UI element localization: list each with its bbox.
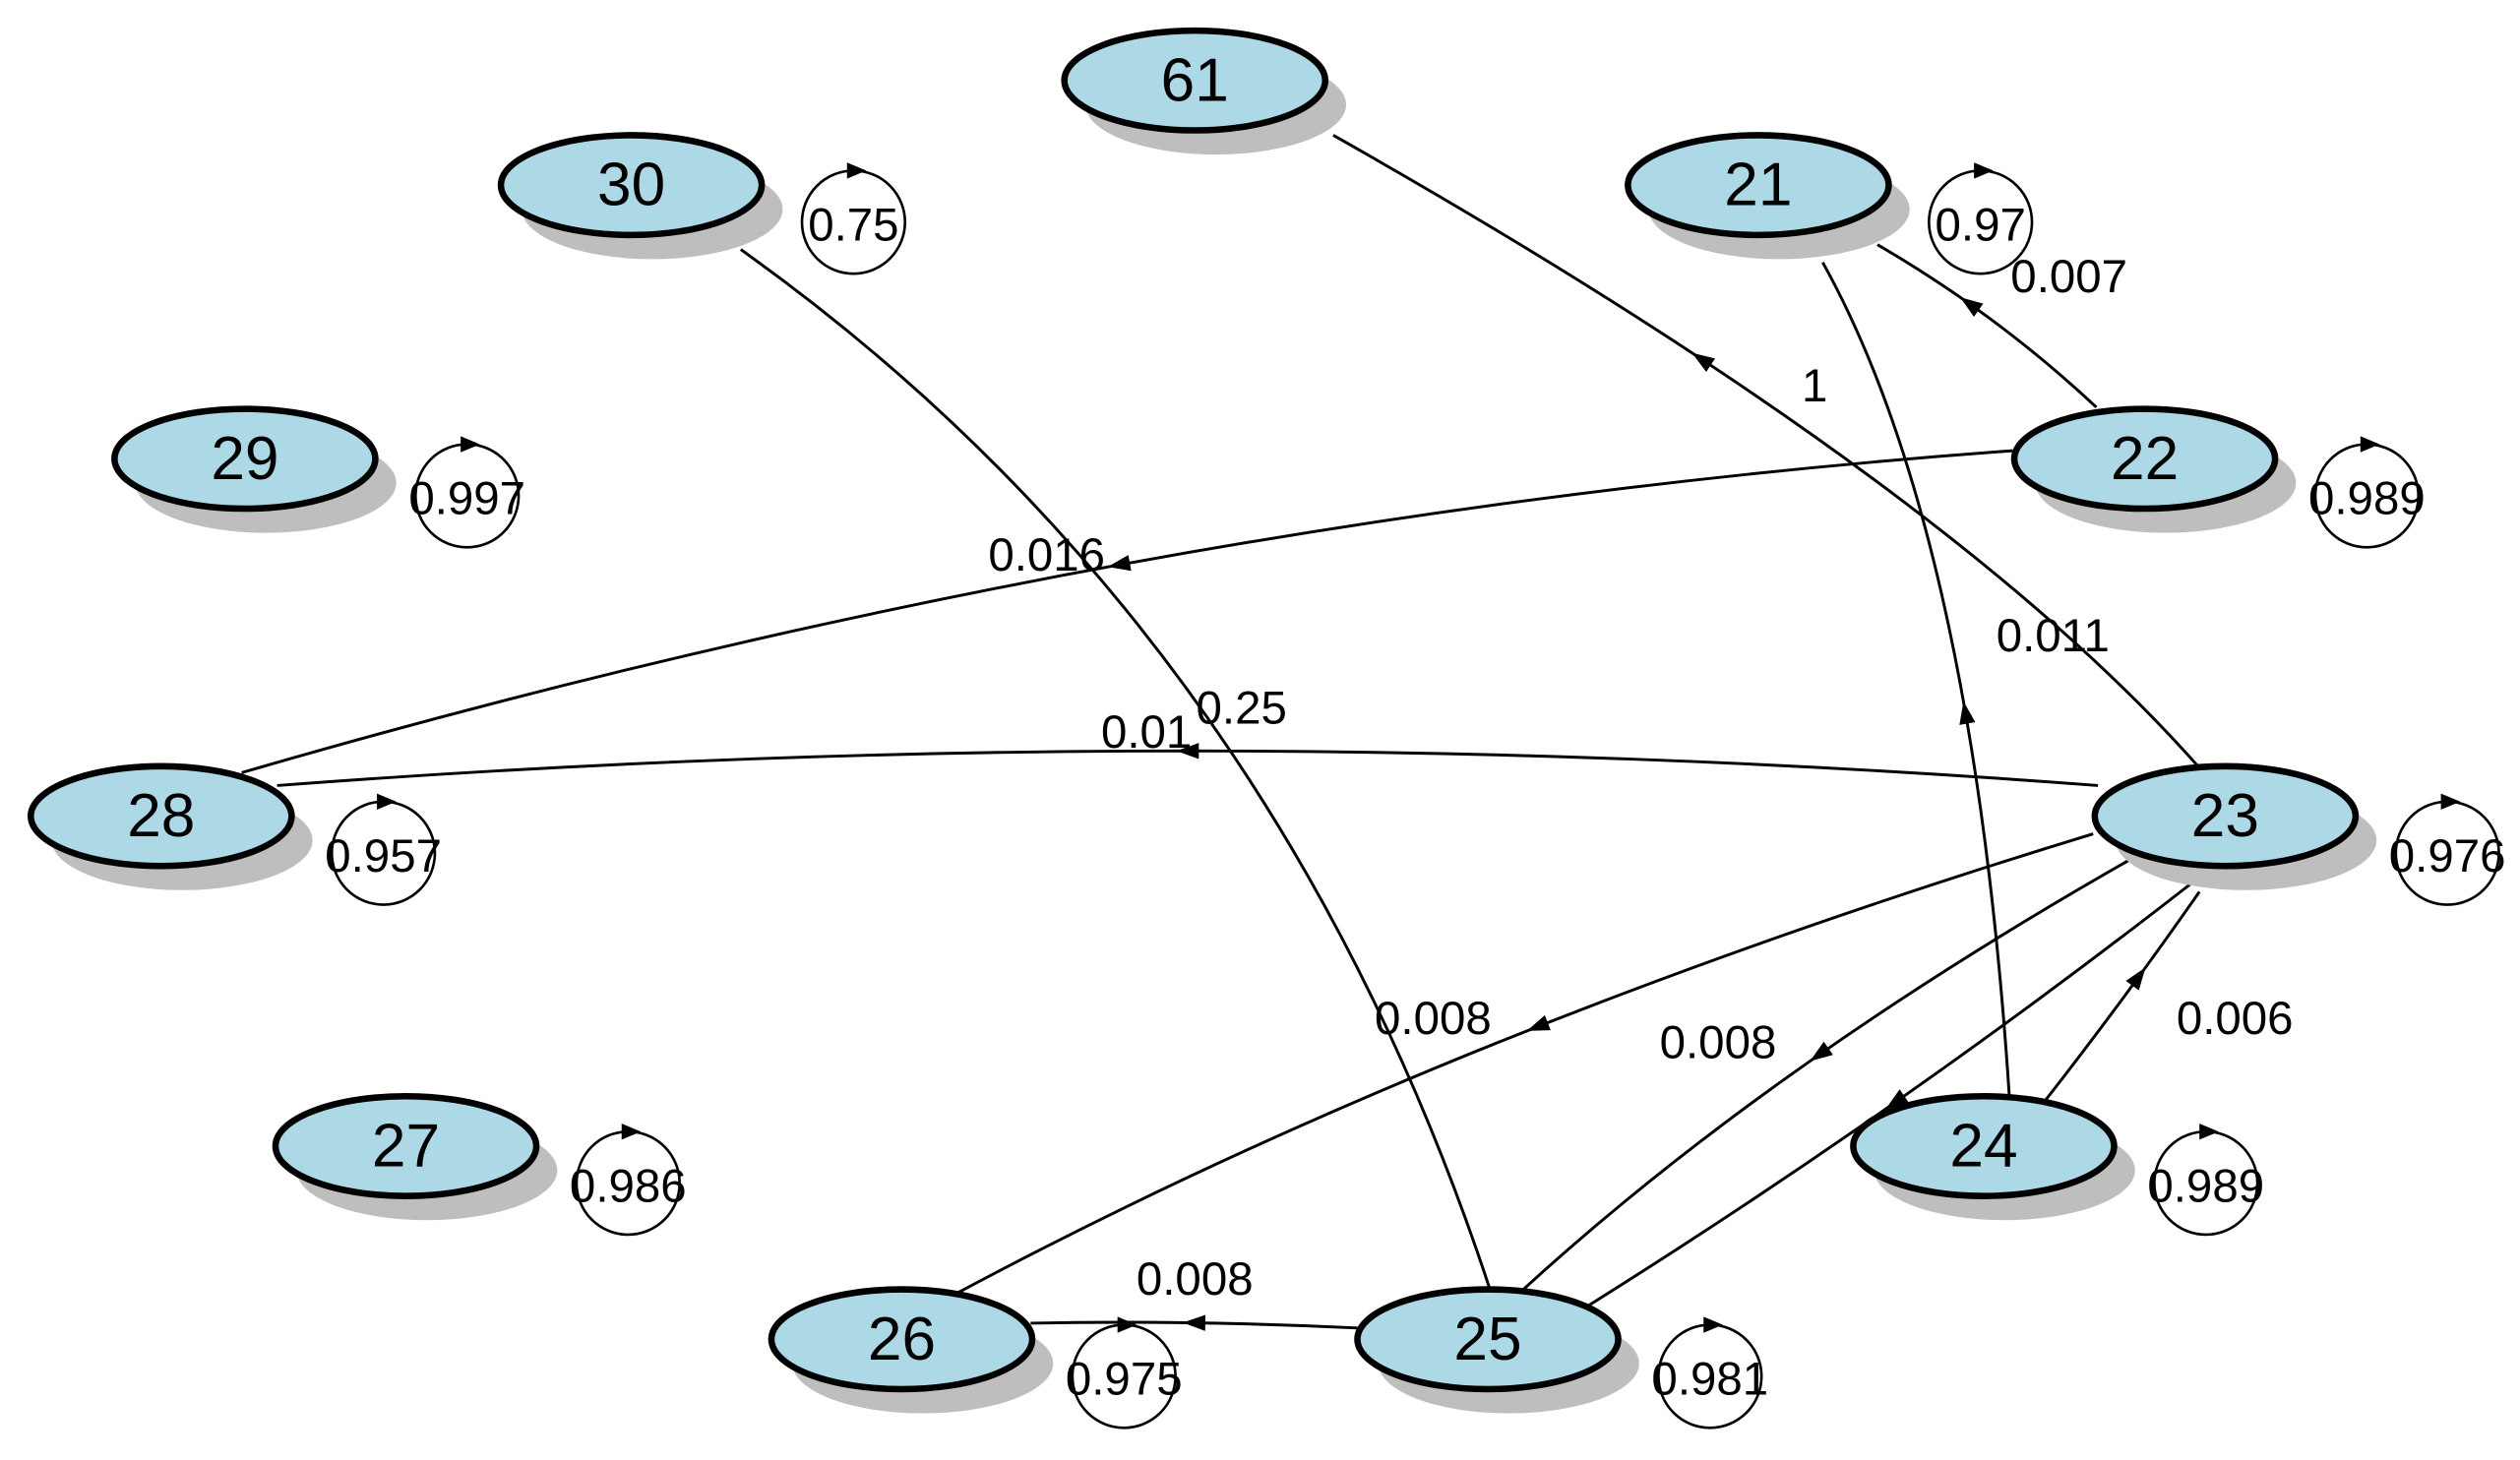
node-24-ellipse bbox=[1850, 1092, 2118, 1199]
self-loops: 0.75 0.97 0.997 0.989 0.957 0.976 bbox=[325, 162, 2506, 1430]
self-loop-23: 0.976 bbox=[2389, 793, 2506, 906]
edge-22-21-label: 0.007 bbox=[2010, 251, 2127, 303]
self-loop-30: 0.75 bbox=[800, 162, 907, 275]
self-loop-25: 0.981 bbox=[1651, 1316, 1768, 1430]
node-61-label: 61 bbox=[1161, 46, 1229, 114]
self-loop-23-arrowhead bbox=[2440, 793, 2461, 810]
node-29: 29 bbox=[111, 405, 397, 533]
node-23: 23 bbox=[2091, 762, 2377, 890]
edge-22-28-label: 0.016 bbox=[988, 529, 1105, 581]
self-loop-30-arrowhead bbox=[846, 162, 867, 179]
self-loop-22: 0.989 bbox=[2308, 436, 2426, 549]
self-loop-29: 0.997 bbox=[408, 436, 525, 549]
edge-23-25-label: 0.008 bbox=[1660, 1017, 1777, 1069]
edge-22-21 bbox=[1876, 243, 2098, 409]
edge-22-21-arrowhead bbox=[1960, 297, 1984, 318]
node-26: 26 bbox=[768, 1286, 1054, 1414]
node-23-label: 23 bbox=[2191, 782, 2259, 850]
edge-23-61-label: 1 bbox=[1802, 360, 1827, 412]
edge-23-28-arrowhead bbox=[1176, 743, 1199, 760]
self-loop-27-arrowhead bbox=[621, 1124, 642, 1140]
node-27-label: 27 bbox=[372, 1112, 440, 1180]
node-25: 25 bbox=[1354, 1286, 1639, 1414]
node-27-ellipse bbox=[272, 1092, 540, 1199]
edge-23-26 bbox=[957, 832, 2094, 1295]
node-25-label: 25 bbox=[1453, 1306, 1521, 1373]
edge-24-23-label: 0.006 bbox=[2177, 993, 2294, 1045]
edge-23-25 bbox=[1520, 851, 2143, 1293]
node-28-ellipse bbox=[28, 762, 295, 870]
edge-24-21-label: 0.011 bbox=[1997, 610, 2110, 662]
node-27: 27 bbox=[272, 1092, 558, 1221]
node-23-ellipse bbox=[2091, 762, 2360, 870]
edge-23-26-arrowhead bbox=[1526, 1014, 1551, 1031]
self-loop-28: 0.957 bbox=[325, 793, 442, 906]
edge-30-25-label: 0.25 bbox=[1197, 682, 1287, 734]
node-29-ellipse bbox=[111, 405, 379, 513]
edge-24-23 bbox=[2043, 890, 2201, 1103]
self-loop-30-label: 0.75 bbox=[808, 200, 898, 252]
self-loop-29-label: 0.997 bbox=[408, 473, 525, 525]
edge-25-26-label: 0.008 bbox=[1137, 1253, 1254, 1306]
edge-24-23-arrowhead bbox=[2125, 967, 2146, 991]
node-22: 22 bbox=[2010, 405, 2297, 533]
self-loop-21: 0.97 bbox=[1928, 162, 2034, 275]
edge-23-28-label: 0.01 bbox=[1101, 706, 1192, 759]
self-loop-22-arrowhead bbox=[2360, 436, 2380, 453]
node-30-ellipse bbox=[497, 132, 766, 239]
self-loop-25-label: 0.981 bbox=[1651, 1354, 1768, 1406]
edge-23-61-arrowhead bbox=[1691, 352, 1716, 373]
edge-30-25 bbox=[739, 248, 1492, 1289]
self-loop-26: 0.975 bbox=[1066, 1316, 1183, 1430]
node-61: 61 bbox=[1061, 27, 1347, 155]
node-61-ellipse bbox=[1061, 27, 1329, 134]
nodes: 61 30 21 29 22 28 23 bbox=[28, 27, 2377, 1414]
node-21: 21 bbox=[1625, 132, 1910, 260]
self-loop-24-label: 0.989 bbox=[2147, 1160, 2264, 1212]
self-loop-24: 0.989 bbox=[2147, 1124, 2264, 1237]
self-loop-23-label: 0.976 bbox=[2389, 830, 2506, 882]
node-22-label: 22 bbox=[2111, 425, 2179, 493]
self-loop-27: 0.986 bbox=[570, 1124, 687, 1237]
edge-24-21-arrowhead bbox=[1959, 700, 1976, 725]
edges bbox=[241, 134, 2201, 1331]
node-26-ellipse bbox=[768, 1286, 1036, 1393]
self-loop-28-arrowhead bbox=[377, 793, 397, 810]
edge-labels: 1 0.25 0.011 0.007 0.016 0.01 0.008 0.00… bbox=[988, 251, 2293, 1306]
self-loop-29-arrowhead bbox=[461, 436, 480, 453]
self-loop-25-arrowhead bbox=[1703, 1316, 1723, 1333]
node-24-label: 24 bbox=[1949, 1112, 2017, 1180]
edge-22-28-arrowhead bbox=[1107, 555, 1132, 572]
edge-25-26-arrowhead bbox=[1183, 1314, 1206, 1331]
self-loop-22-label: 0.989 bbox=[2308, 473, 2426, 525]
node-21-ellipse bbox=[1625, 132, 1892, 239]
node-29-label: 29 bbox=[211, 425, 278, 493]
edge-23-25-arrowhead bbox=[1810, 1041, 1833, 1062]
edge-23-26-label: 0.008 bbox=[1375, 993, 1492, 1045]
self-loop-27-label: 0.986 bbox=[570, 1160, 687, 1212]
self-loop-26-label: 0.975 bbox=[1066, 1354, 1183, 1406]
self-loop-26-arrowhead bbox=[1117, 1316, 1137, 1333]
node-22-ellipse bbox=[2010, 405, 2279, 513]
node-24: 24 bbox=[1850, 1092, 2135, 1221]
node-21-label: 21 bbox=[1724, 152, 1792, 219]
self-loop-21-label: 0.97 bbox=[1936, 200, 2026, 252]
node-26-label: 26 bbox=[868, 1306, 936, 1373]
self-loop-24-arrowhead bbox=[2199, 1124, 2219, 1140]
self-loop-21-arrowhead bbox=[1974, 162, 1994, 179]
node-28-label: 28 bbox=[127, 782, 195, 850]
node-30: 30 bbox=[497, 132, 783, 260]
edge-23-61 bbox=[1332, 134, 2201, 769]
node-25-ellipse bbox=[1354, 1286, 1622, 1393]
node-28: 28 bbox=[28, 762, 313, 890]
node-30-label: 30 bbox=[597, 152, 665, 219]
self-loop-28-label: 0.957 bbox=[325, 830, 442, 882]
